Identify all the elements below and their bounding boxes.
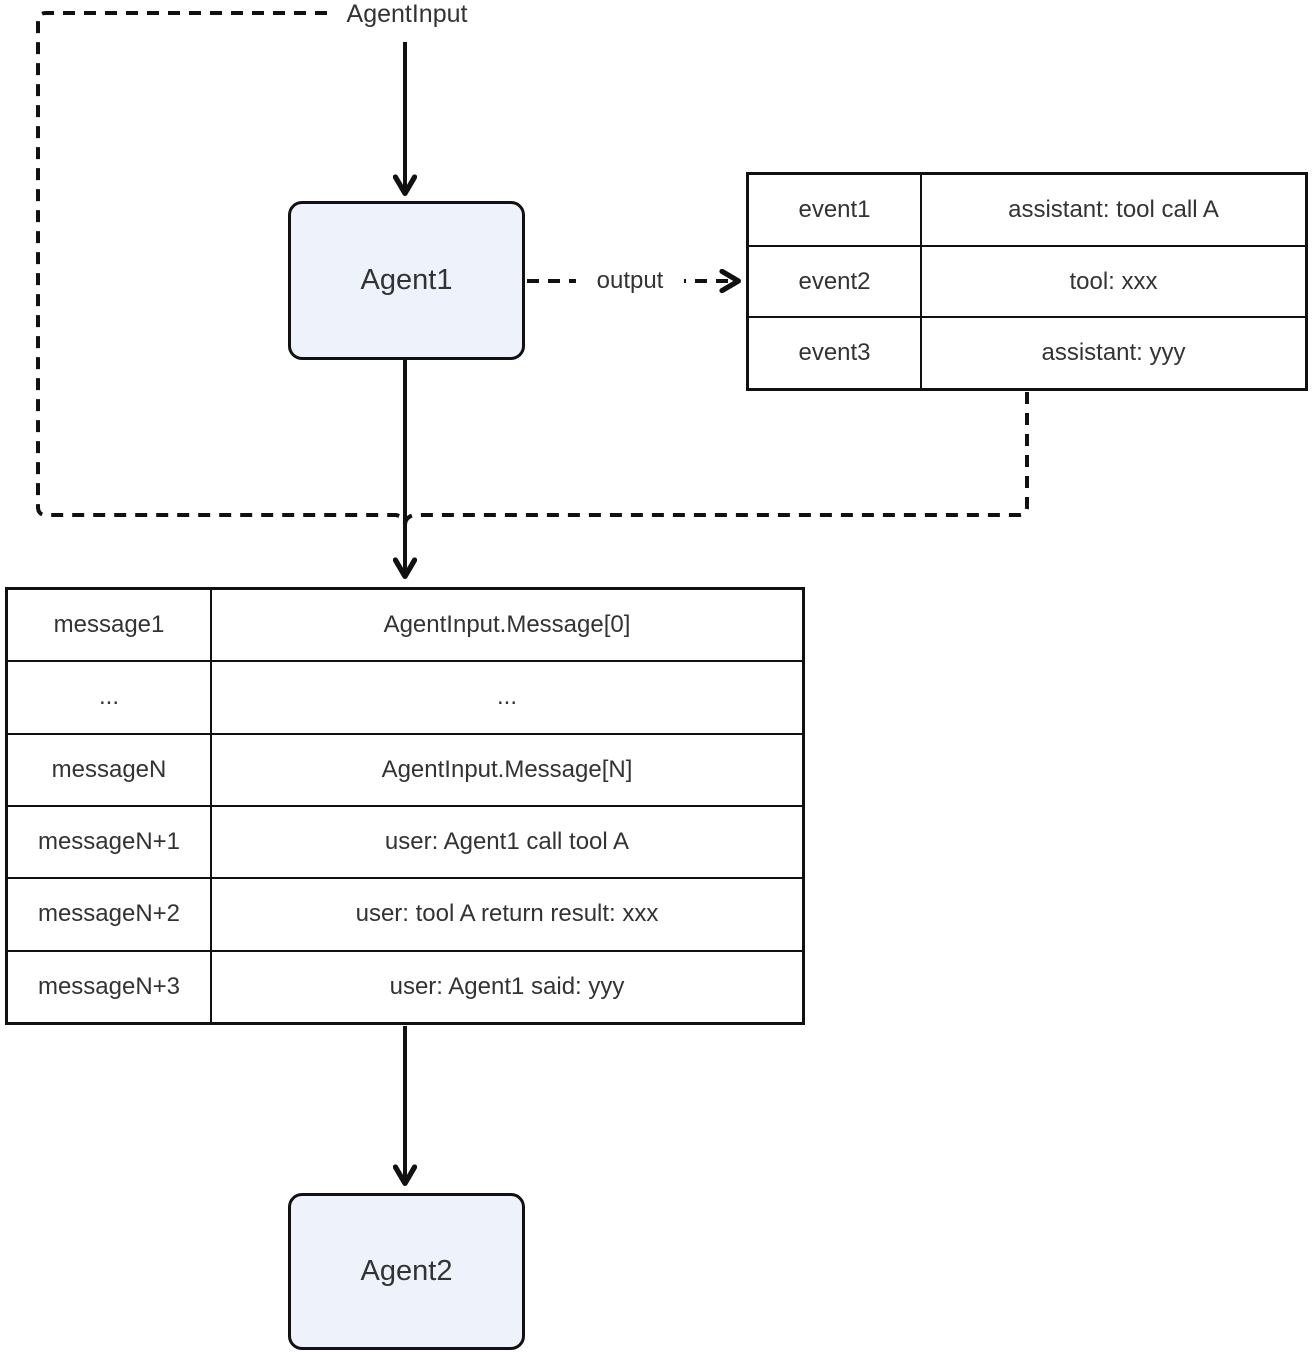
agent1-node: Agent1	[288, 201, 525, 360]
row-value: user: Agent1 said: yyy	[389, 972, 625, 1000]
dashed-loop-events-table-to-messages-table	[403, 392, 1029, 526]
events-table: event1 assistant: tool call A event2 too…	[746, 172, 1308, 391]
table-row: messageN+3 user: Agent1 said: yyy	[8, 949, 802, 1022]
agent1-node-label: Agent1	[360, 264, 453, 296]
row-key: event1	[749, 175, 922, 245]
row-key: messageN+3	[8, 951, 212, 1022]
messages-table: message1 AgentInput.Message[0] ... ... m…	[5, 587, 805, 1025]
row-key: messageN+1	[8, 806, 212, 878]
table-row: event2 tool: xxx	[749, 244, 1305, 317]
row-value: user: Agent1 call tool A	[384, 828, 630, 856]
row-value: assistant: tool call A	[1008, 195, 1219, 223]
row-value: assistant: yyy	[1041, 339, 1186, 367]
agent2-node: Agent2	[288, 1193, 525, 1350]
row-key: messageN	[8, 734, 212, 805]
table-row: message1 AgentInput.Message[0]	[8, 590, 802, 661]
row-key: event2	[749, 246, 922, 317]
table-row: ... ...	[8, 660, 802, 733]
table-row: event1 assistant: tool call A	[749, 175, 1305, 245]
agent2-node-label: Agent2	[360, 1255, 453, 1287]
row-value: AgentInput.Message[N]	[381, 755, 633, 783]
row-value: tool: xxx	[1069, 267, 1158, 295]
output-edge-label: output	[576, 266, 684, 296]
agent-input-label: AgentInput	[331, 0, 483, 30]
row-key: ...	[8, 662, 212, 733]
row-key: message1	[8, 590, 212, 661]
dashed-loop-agentinput-to-messages-table	[36, 11, 407, 566]
row-key: event3	[749, 318, 922, 389]
table-row: messageN+2 user: tool A return result: x…	[8, 877, 802, 950]
row-value: AgentInput.Message[0]	[383, 611, 631, 639]
row-value: ...	[496, 683, 517, 711]
table-row: event3 assistant: yyy	[749, 316, 1305, 389]
table-row: messageN AgentInput.Message[N]	[8, 732, 802, 805]
row-value: user: tool A return result: xxx	[355, 900, 659, 928]
row-key: messageN+2	[8, 879, 212, 950]
table-row: messageN+1 user: Agent1 call tool A	[8, 804, 802, 878]
